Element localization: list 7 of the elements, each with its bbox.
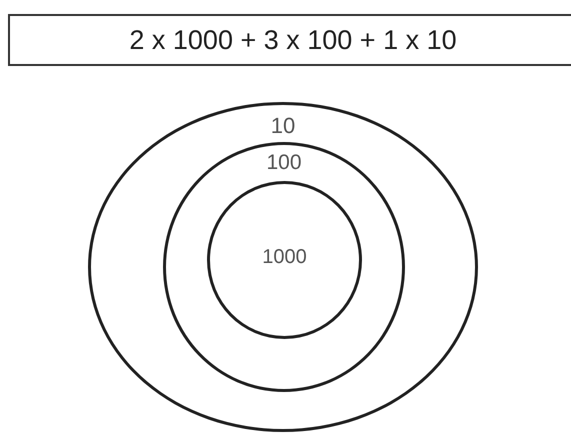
place-value-label: 1000 bbox=[261, 246, 308, 269]
expression-box: 2 x 1000 + 3 x 100 + 1 x 10 bbox=[8, 14, 571, 66]
place-value-circle bbox=[88, 102, 478, 432]
place-value-label: 10 bbox=[270, 113, 296, 139]
place-value-circle bbox=[163, 142, 405, 392]
place-value-label: 100 bbox=[265, 151, 303, 175]
place-value-circle bbox=[207, 181, 362, 339]
